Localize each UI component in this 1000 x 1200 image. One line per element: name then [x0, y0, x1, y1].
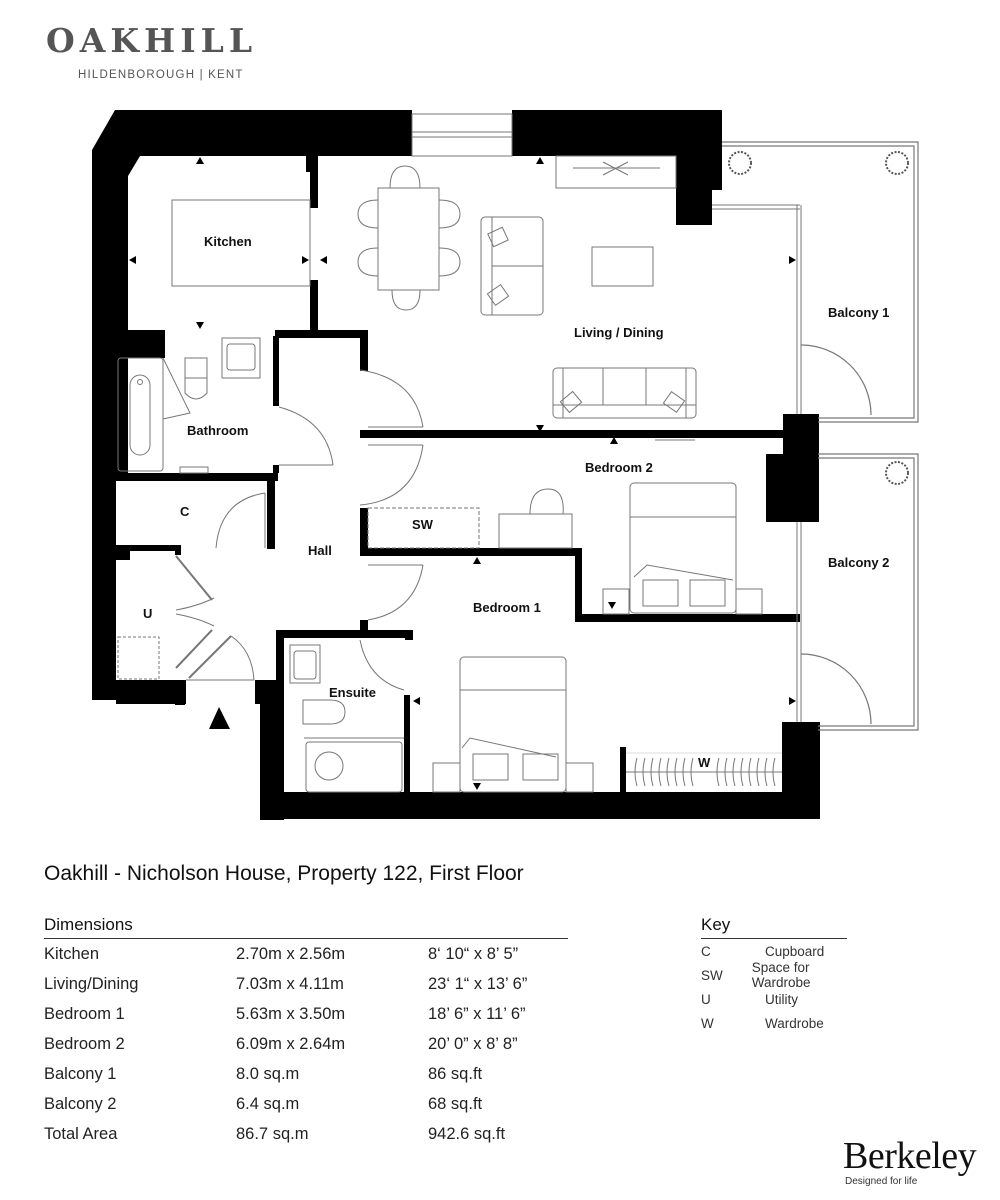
doors [215, 369, 424, 621]
wardrobe-hangers [634, 757, 776, 787]
dimensions-row: Bedroom 1 5.63m x 3.50m 18’ 6” x 11’ 6” [44, 999, 568, 1029]
dimension-imperial: 86 sq.ft [428, 1064, 483, 1083]
key-item: U Utility [701, 987, 847, 1011]
floor-plan: Kitchen Living / Dining Balcony 1 Bathro… [92, 110, 919, 820]
dimension-metric: 8.0 sq.m [236, 1064, 300, 1083]
plant-icon [885, 151, 909, 175]
room-label-bathroom: Bathroom [187, 423, 249, 438]
dimension-imperial: 23‘ 1“ x 13’ 6” [428, 974, 528, 993]
dimensions-row: Balcony 1 8.0 sq.m 86 sq.ft [44, 1059, 568, 1089]
room-label-cupboard: C [180, 504, 190, 519]
bed [629, 482, 737, 614]
sofa [552, 367, 697, 419]
ensuite-bath [305, 741, 403, 793]
dimension-imperial: 18’ 6” x 11’ 6” [428, 1004, 526, 1023]
room-label-utility: U [143, 606, 153, 621]
key-meaning: Space for Wardrobe [751, 960, 811, 990]
property-title: Oakhill - Nicholson House, Property 122,… [44, 862, 524, 885]
plant-icons [728, 151, 909, 485]
kitchen-island [171, 199, 311, 287]
dimension-metric: 6.09m x 2.64m [236, 1034, 346, 1053]
dimensions-heading: Dimensions [44, 915, 568, 939]
key-item: C Cupboard [701, 939, 847, 963]
developer-name: Berkeley [843, 1135, 977, 1177]
key-meaning: Utility [765, 991, 798, 1007]
room-label-hall: Hall [308, 543, 332, 558]
key-heading: Key [701, 915, 847, 939]
dimension-imperial: 68 sq.ft [428, 1094, 483, 1113]
plant-icon [728, 151, 752, 175]
entrance-arrow-icon [209, 707, 230, 729]
development-location: HILDENBOROUGH | KENT [78, 69, 244, 81]
dimensions-table: Dimensions Kitchen 2.70m x 2.56m 8‘ 10“ … [44, 915, 568, 1149]
key-meaning: Cupboard [765, 943, 825, 959]
dimension-metric: 6.4 sq.m [236, 1094, 300, 1113]
key-code: W [701, 1015, 714, 1031]
dimension-imperial: 8‘ 10“ x 8’ 5” [428, 944, 519, 963]
dining-table [377, 187, 440, 291]
space-for-wardrobe [367, 507, 480, 549]
room-label-kitchen: Kitchen [204, 234, 252, 249]
dimension-metric: 5.63m x 3.50m [236, 1004, 346, 1023]
room-label-balcony-2: Balcony 2 [828, 555, 890, 570]
dimension-metric: 86.7 sq.m [236, 1124, 309, 1143]
dimensions-row: Bedroom 2 6.09m x 2.64m 20’ 0” x 8’ 8” [44, 1029, 568, 1059]
balconies [722, 141, 919, 731]
dimensions-row: Living/Dining 7.03m x 4.11m 23‘ 1“ x 13’… [44, 969, 568, 999]
dimensions-row: Balcony 2 6.4 sq.m 68 sq.ft [44, 1089, 568, 1119]
dimension-imperial: 20’ 0” x 8’ 8” [428, 1034, 518, 1053]
walls [92, 110, 820, 820]
room-label-balcony-1: Balcony 1 [828, 305, 890, 320]
room-label-wardrobe: W [698, 755, 711, 770]
key-item: SW Space for Wardrobe [701, 960, 847, 990]
key-code: SW [701, 967, 723, 983]
room-label-space-for-wardrobe: SW [412, 517, 433, 532]
key-code: U [701, 991, 711, 1007]
developer-logo: Berkeley Designed for life [843, 1135, 977, 1187]
desk [498, 513, 573, 549]
bed [459, 656, 567, 793]
developer-tagline: Designed for life [845, 1176, 918, 1187]
dimension-markers [129, 157, 796, 790]
room-label-living-dining: Living / Dining [574, 325, 664, 340]
dimension-room: Total Area [44, 1124, 118, 1143]
coffee-table [591, 246, 654, 287]
key-meaning: Wardrobe [765, 1015, 824, 1031]
dimension-metric: 7.03m x 4.11m [236, 974, 344, 993]
key-code: C [701, 943, 711, 959]
furniture [117, 155, 782, 793]
dimension-room: Bedroom 1 [44, 1004, 125, 1023]
dimension-room: Balcony 1 [44, 1064, 117, 1083]
development-name: OAKHILL [46, 21, 258, 60]
dimension-room: Balcony 2 [44, 1094, 117, 1113]
dimension-room: Living/Dining [44, 974, 139, 993]
tv-unit [555, 155, 677, 189]
basin [221, 337, 261, 379]
development-logo: OAKHILL HILDENBOROUGH | KENT [46, 24, 257, 81]
plant-icon [885, 461, 909, 485]
dimensions-row: Total Area 86.7 sq.m 942.6 sq.ft [44, 1119, 568, 1149]
floor-plan-drawing [92, 110, 919, 820]
dimension-imperial: 942.6 sq.ft [428, 1124, 506, 1143]
room-label-ensuite: Ensuite [329, 685, 376, 700]
room-label-bedroom-1: Bedroom 1 [473, 600, 541, 615]
dimension-room: Kitchen [44, 944, 100, 963]
room-label-bedroom-2: Bedroom 2 [585, 460, 653, 475]
key-item: W Wardrobe [701, 1011, 847, 1035]
key-legend: Key C Cupboard SW Space for Wardrobe U U… [701, 915, 847, 1035]
dimension-room: Bedroom 2 [44, 1034, 125, 1053]
dimensions-row: Kitchen 2.70m x 2.56m 8‘ 10“ x 8’ 5” [44, 939, 568, 969]
bathtub [117, 357, 164, 472]
dimension-metric: 2.70m x 2.56m [236, 944, 346, 963]
